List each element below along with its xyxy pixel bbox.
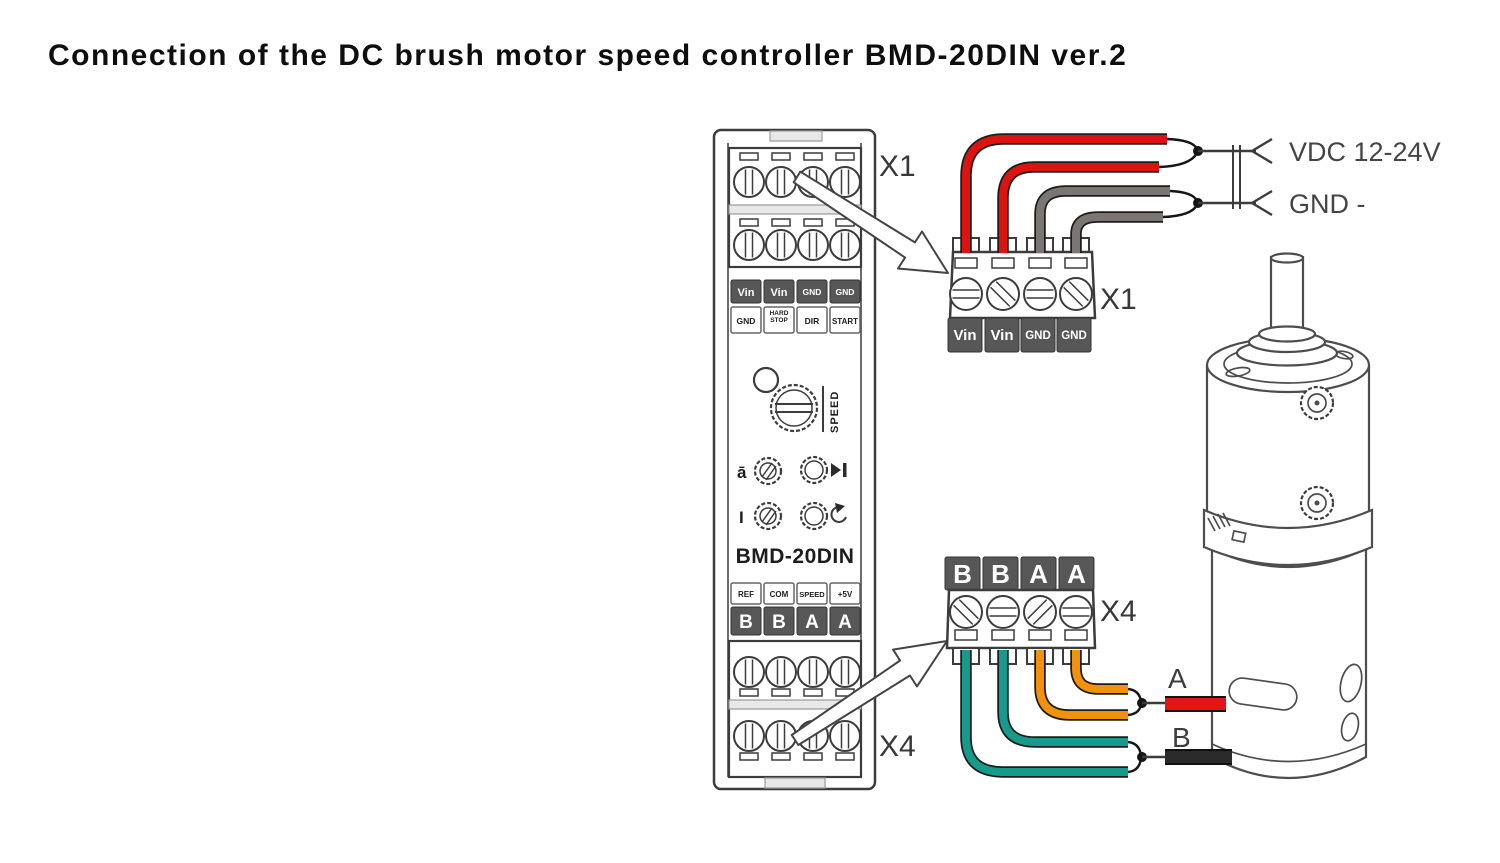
play-pause-icon: [831, 463, 847, 477]
arrow-to-x1-connector: [792, 170, 949, 274]
io-label: SPEED: [799, 590, 825, 599]
motor-vent: [1228, 677, 1298, 711]
motor-body: [1210, 547, 1368, 779]
arrow-to-x4-connector: [790, 640, 948, 746]
motor-leads: A B: [1142, 663, 1232, 765]
io-label: Vin: [738, 287, 755, 299]
gearbox-screw: [1299, 385, 1335, 421]
io-label: COM: [770, 590, 789, 599]
speed-knob[interactable]: [769, 383, 819, 433]
acceleration-trimmer[interactable]: [753, 456, 783, 486]
io-label: A: [805, 612, 819, 633]
vdc-label: VDC 12-24V: [1289, 137, 1441, 167]
vin-wire-1: [962, 135, 1167, 253]
rotation-icon: [830, 503, 847, 523]
module-top-tab: [769, 130, 823, 142]
motor-vent: [1340, 712, 1360, 742]
terminal-label: Vin: [953, 327, 976, 344]
terminal-label: Vin: [990, 327, 1013, 344]
speed-label: SPEED: [829, 391, 841, 433]
x1-connector-label: X1: [1100, 283, 1137, 316]
gnd-wire-1: [1036, 187, 1170, 253]
module-x4-label: X4: [879, 730, 916, 763]
phase-b-wire-2: [999, 650, 1128, 746]
phase-a-wire-2: [1072, 650, 1128, 693]
gnd-label: GND -: [1289, 189, 1366, 219]
gnd-wire-2: [1072, 213, 1163, 253]
io-label: REF: [738, 590, 754, 599]
module-io-labels-bottom: REF COM SPEED +5V B B A A: [730, 582, 861, 636]
motor-vent: [1339, 663, 1363, 703]
io-label: GND: [803, 287, 822, 297]
wire-entry-stubs: [952, 647, 1090, 665]
module-bottom-tab: [764, 777, 826, 789]
start-stop-button[interactable]: [799, 455, 829, 485]
current-trimmer[interactable]: [753, 501, 783, 531]
lead-a-label: A: [1168, 663, 1187, 694]
io-label: GND: [737, 316, 756, 326]
io-label: DIR: [805, 316, 820, 326]
x4-motor-wires: [960, 650, 1147, 778]
x1-plug-connector: Vin Vin GND GND X1: [947, 237, 1137, 353]
phase-a-wire-1: [1036, 650, 1128, 719]
terminal-label: GND: [1061, 330, 1087, 342]
current-label: I: [739, 508, 744, 527]
terminal-label: B: [991, 559, 1010, 589]
module-controls: SPEED ā I: [737, 366, 847, 531]
direction-button[interactable]: [799, 501, 829, 531]
x1-power-wires: VDC 12-24V GND -: [960, 133, 1441, 253]
io-label: Vin: [771, 287, 788, 299]
x4-plug-connector: B B A A X4: [944, 556, 1137, 665]
io-label: GND: [836, 287, 855, 297]
model-label: BMD-20DIN: [736, 545, 855, 568]
io-label: B: [739, 612, 753, 633]
x4-connector-label: X4: [1100, 595, 1137, 628]
gearbox-screw: [1299, 485, 1335, 521]
io-label: START: [832, 317, 858, 326]
vdc-terminal-chevron: [1249, 137, 1273, 165]
io-label: B: [772, 612, 786, 633]
terminal-label: A: [1067, 559, 1086, 589]
dc-motor: [1202, 252, 1374, 779]
terminal-label: B: [953, 559, 972, 589]
phase-b-wire-1: [962, 650, 1128, 776]
terminal-label: A: [1029, 559, 1048, 589]
indicator-led: [752, 366, 780, 394]
io-label: +5V: [838, 590, 853, 599]
gnd-terminal-chevron: [1249, 189, 1273, 217]
motor-shaft: [1269, 255, 1305, 336]
callout-arrows: [790, 170, 949, 746]
joint-band: [1202, 508, 1374, 567]
module-x1-label: X1: [879, 150, 916, 183]
acceleration-label: ā: [737, 463, 747, 482]
terminal-label: GND: [1025, 330, 1051, 342]
io-label: A: [838, 612, 852, 633]
lead-b-label: B: [1172, 722, 1191, 753]
page-title: Connection of the DC brush motor speed c…: [48, 39, 1128, 72]
vin-wire-2: [999, 163, 1159, 253]
